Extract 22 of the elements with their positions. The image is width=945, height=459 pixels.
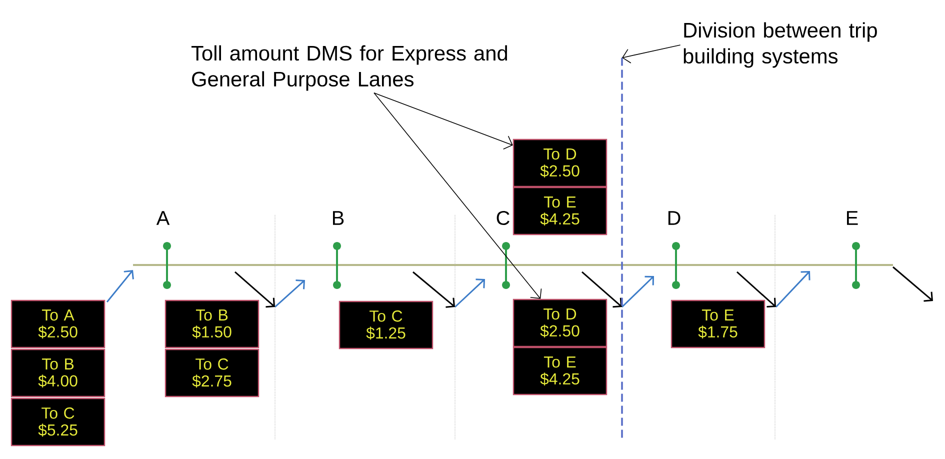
leader-line — [374, 92, 542, 299]
sign-panel: To C $2.75 — [164, 348, 260, 398]
interchange-label: D — [668, 211, 680, 225]
sign-panel: To E $1.75 — [670, 300, 766, 348]
sign-panel: To C $5.25 — [10, 398, 106, 446]
sign-panel: To D $2.50 — [512, 298, 608, 348]
sign-panel: To B $4.00 — [10, 348, 106, 398]
callout-text: Division between trip building systems — [684, 22, 877, 68]
dividing-line — [621, 58, 623, 438]
sign-panel: To E $4.25 — [512, 346, 608, 396]
sign-panel: To E $4.25 — [512, 186, 608, 236]
interchange-label: A — [156, 211, 170, 225]
leader-line — [622, 44, 681, 64]
sign-panel: To C $1.25 — [338, 300, 434, 350]
sign-panel: To A $2.50 — [10, 300, 106, 348]
sign-panel: To B $1.50 — [164, 300, 260, 348]
interchange-label: C — [496, 210, 510, 226]
callout-text: Toll amount DMS for Express and General Purpose Lanes — [191, 45, 508, 91]
sign-panel: To D $2.50 — [512, 138, 608, 188]
interchange-label: E — [847, 211, 858, 225]
interchange-label: B — [333, 211, 344, 225]
leader-line — [374, 92, 513, 150]
